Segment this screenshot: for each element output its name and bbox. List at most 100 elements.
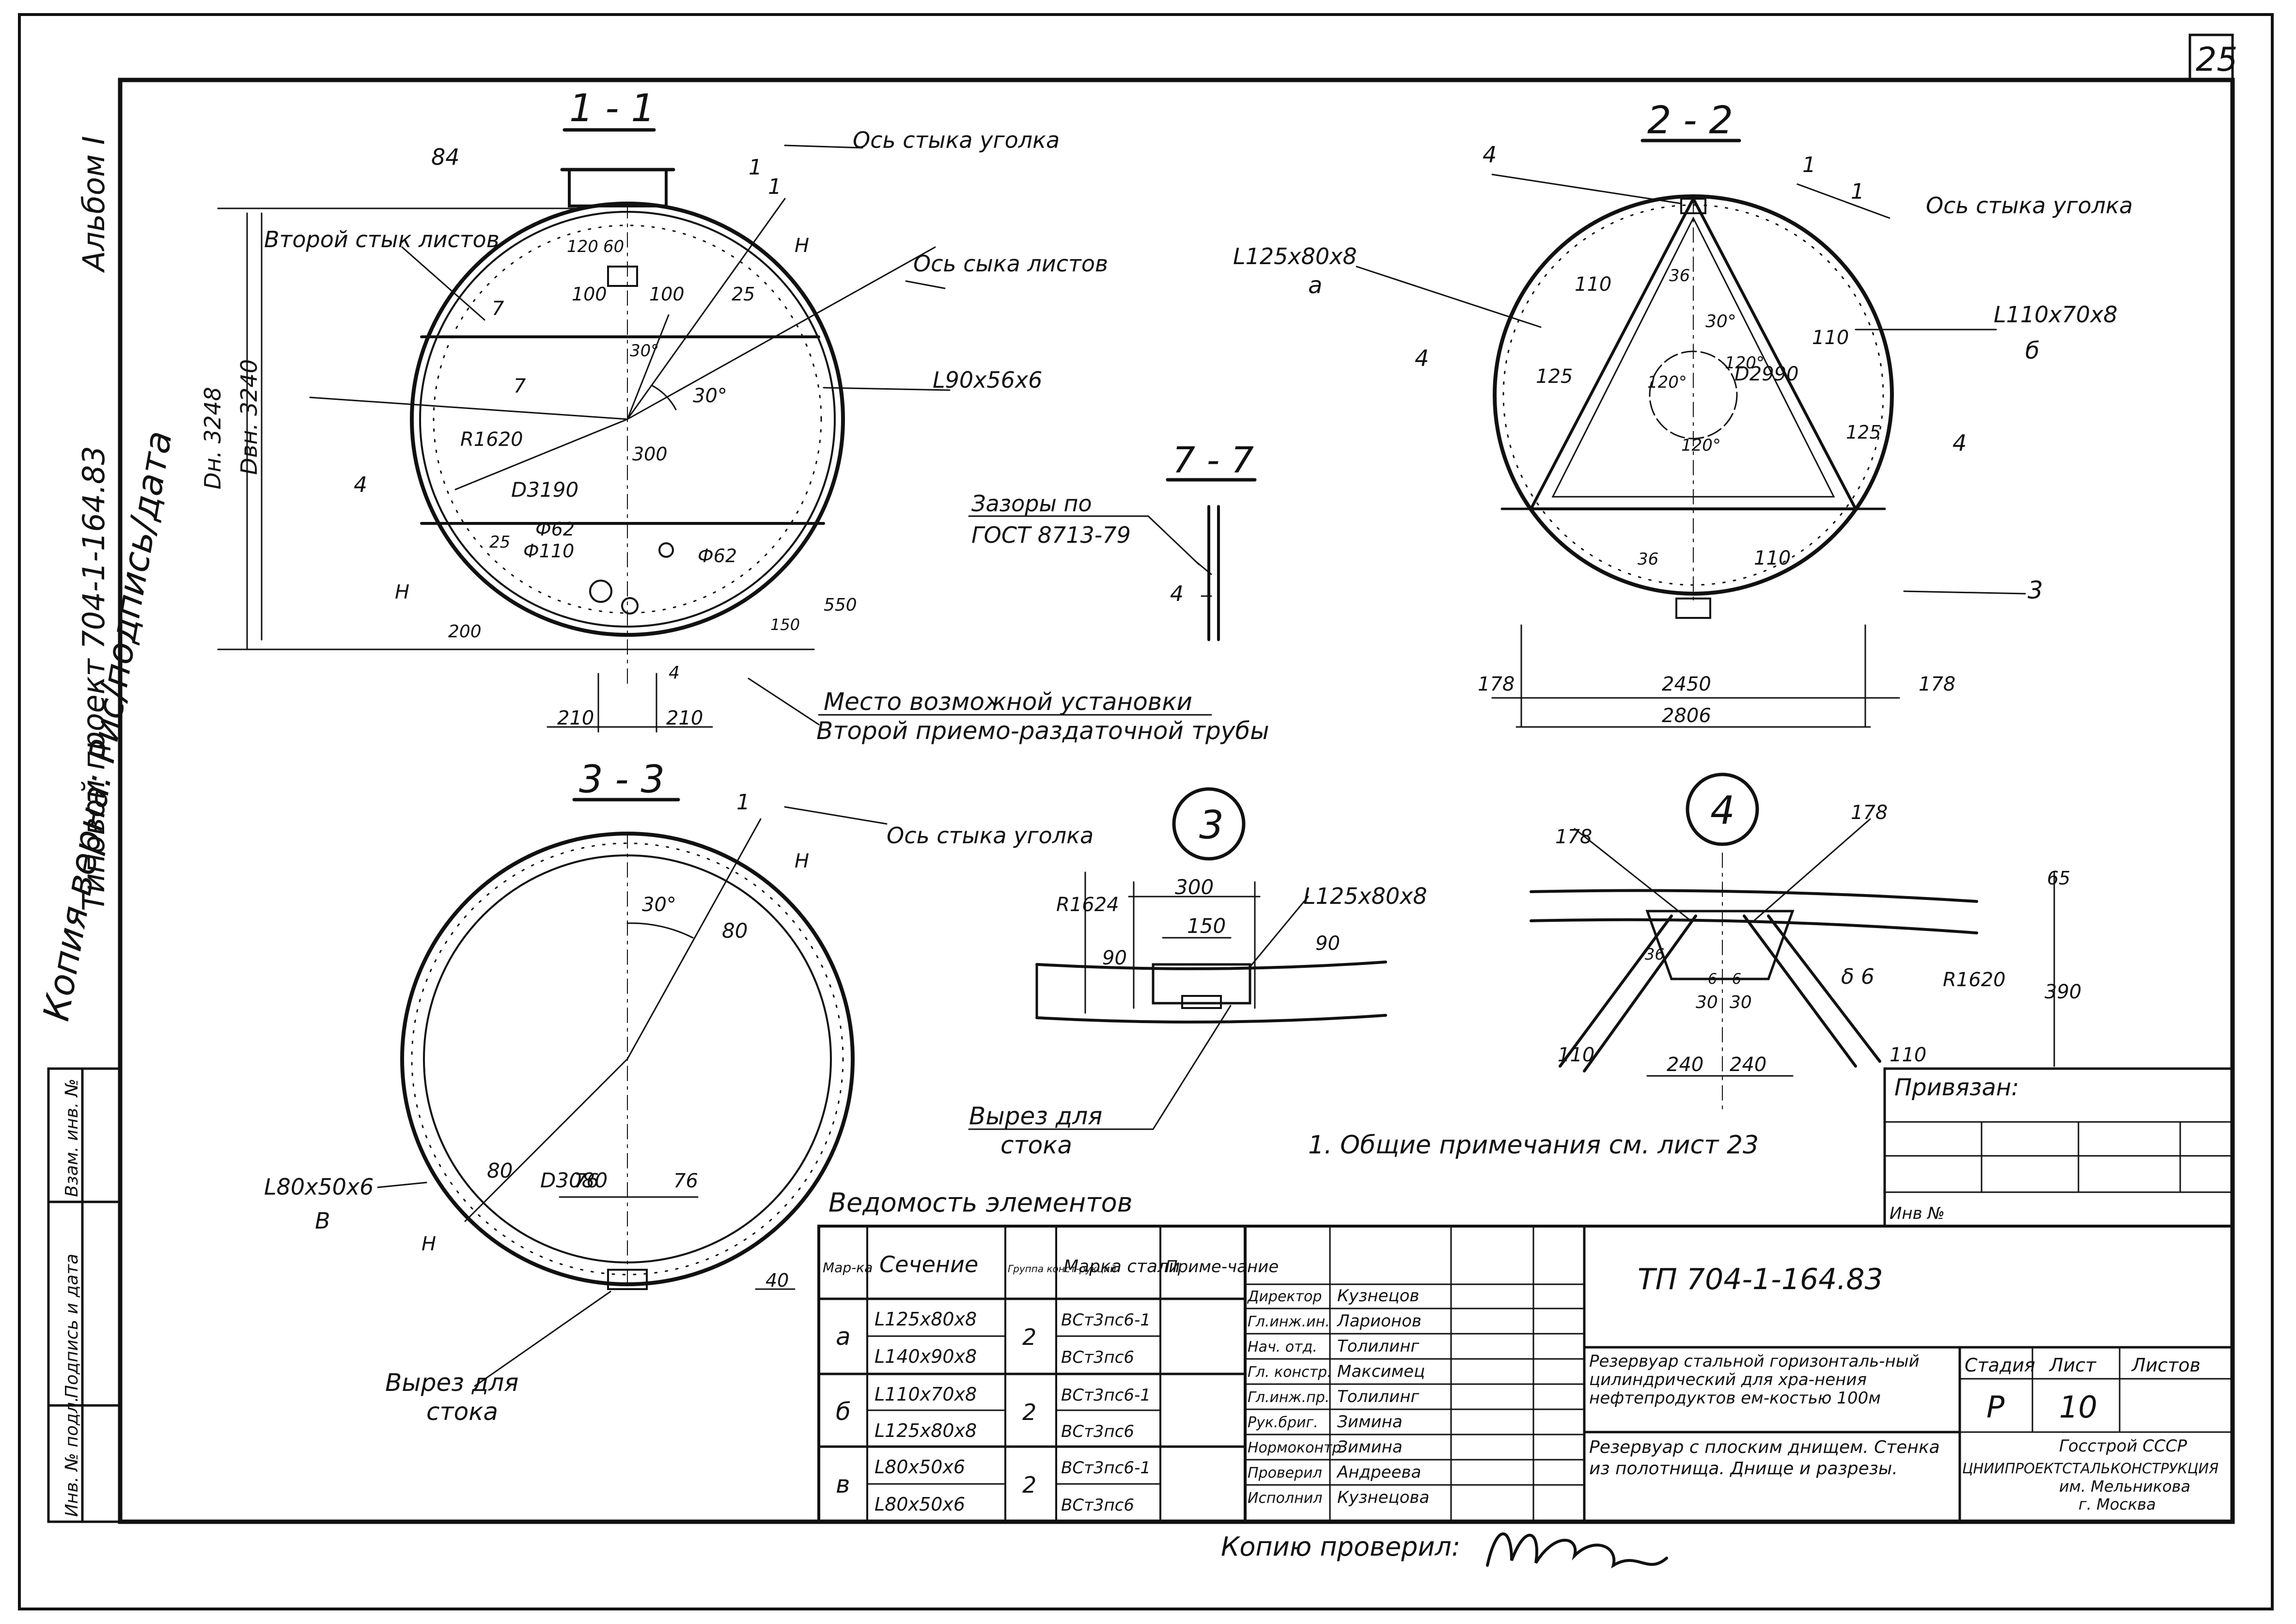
s11-dim25b: 25: [489, 533, 510, 552]
signature: [1486, 1532, 1668, 1569]
binding-title: Привязан:: [1894, 1074, 2019, 1101]
s33-dim40: 40: [765, 1270, 789, 1291]
title-block: ТП 704-1-164.83 Директор Кузнецов Гл.инж…: [1244, 1225, 2234, 1523]
outer-frame: [18, 13, 2274, 1610]
staff-role: Нач. отд.: [1248, 1339, 1317, 1356]
inner-frame: [118, 78, 2235, 1524]
tb-code: ТП 704-1-164.83: [1638, 1262, 1883, 1296]
s11-place-1: Место возможной установки: [824, 688, 1192, 716]
s77-gap-1: Зазоры по: [971, 490, 1092, 517]
s33-dim80b: 80: [487, 1159, 513, 1183]
staff-name: Толилинг: [1337, 1337, 1420, 1356]
s33-cut-2: стока: [426, 1398, 498, 1426]
node4-dim110a: 110: [1558, 1044, 1594, 1066]
s11-markHb: H: [395, 581, 409, 603]
node4-ang30a: 30: [1696, 993, 1718, 1012]
staff-role: Гл. констр.: [1248, 1364, 1332, 1381]
s11-dim200: 200: [448, 622, 482, 642]
s22-angle-axis: Ось стыка уголка: [1926, 192, 2133, 219]
tb-org-3: им. Мельникова: [2059, 1477, 2190, 1496]
node4-dim178a: 178: [1555, 826, 1592, 848]
s11-dim84: 84: [431, 144, 460, 170]
section-7-7: 7 - 7 Зазоры по ГОСТ 8713-79 4: [968, 440, 1257, 641]
s22-dim2806: 2806: [1662, 705, 1711, 727]
s22-mark3: 3: [2028, 576, 2043, 604]
s11-dim210b: 210: [666, 707, 703, 729]
s77-mark4: 4: [1170, 582, 1184, 606]
row-section: L125x80x8: [875, 1309, 977, 1330]
tb-description-2: Резервуар с плоским днищем. Стенка из по…: [1589, 1437, 1940, 1479]
staff-name: Толилинг: [1337, 1387, 1420, 1406]
s22-ang120c: 120°: [1681, 436, 1721, 455]
th-note: Приме-чание: [1165, 1257, 1279, 1277]
s11-inner-d: Dвн. 3240: [236, 359, 262, 475]
s33-dim76a: 76: [574, 1170, 599, 1192]
staff-role: Рук.бриг.: [1248, 1414, 1318, 1431]
s11-dim60: 60: [603, 237, 624, 256]
node3-dim90a: 90: [1102, 947, 1127, 969]
node4-dim110b: 110: [1890, 1044, 1926, 1066]
s77-gap-2: ГОСТ 8713-79: [971, 522, 1131, 548]
node-3: 3 R1624 L125x80x8 300 150 90 90 Вырез дл…: [968, 787, 1427, 1159]
s22-dim36a: 36: [1669, 266, 1690, 285]
node3-profile: L125x80x8: [1303, 883, 1427, 909]
s11-radius: R1620: [460, 428, 523, 451]
staff-role: Проверил: [1248, 1465, 1322, 1482]
s22-mark4a: 4: [1483, 142, 1497, 168]
strip-sign: Подпись и дата: [62, 1254, 82, 1398]
row-mark: б: [836, 1398, 851, 1426]
s11-diameter: D3190: [511, 478, 578, 502]
node4-dim240b: 240: [1730, 1054, 1766, 1076]
s22-mark1a: 1: [1802, 153, 1816, 177]
staff-role: Директор: [1247, 1288, 1322, 1305]
staff-role: Исполнил: [1248, 1490, 1322, 1507]
s11-outer-d: Dн. 3248: [200, 387, 226, 489]
tb-org-2: ЦНИИПРОЕКТСТАЛЬКОНСТРУКЦИЯ: [1962, 1460, 2218, 1477]
staff-role: Гл.инж.ин.: [1248, 1313, 1330, 1330]
node4-delta: δ 6: [1841, 964, 1874, 989]
node4-number: 4: [1710, 788, 1735, 833]
s22-mark-a: a: [1308, 272, 1322, 299]
s33-diameter: D3080: [540, 1168, 608, 1192]
tb-stage-label: Стадия: [1965, 1355, 2035, 1376]
staff-role: Нормоконтр.: [1248, 1439, 1346, 1456]
staff-name: Зимина: [1337, 1437, 1403, 1457]
s33-markHa: H: [795, 850, 809, 872]
node4-dim390: 390: [2045, 981, 2081, 1003]
tb-org-4: г. Москва: [2078, 1495, 2156, 1514]
s11-dim25a: 25: [732, 284, 755, 305]
staff-name: Максимец: [1337, 1362, 1425, 1381]
s77-title: 7 - 7: [1172, 440, 1254, 481]
section-1-1-title: 1 - 1: [569, 87, 655, 130]
staff-name: Кузнецов: [1337, 1286, 1419, 1306]
tb-sheet: 10: [2059, 1389, 2097, 1425]
s11-place-2: Второй приемо-раздаточной трубы: [816, 717, 1269, 745]
row-group: 2: [1022, 1399, 1036, 1425]
s11-phi110: Ф110: [523, 540, 574, 562]
strip-replace: Взам. инв. №: [62, 1079, 82, 1197]
staff-name: Ларионов: [1336, 1311, 1421, 1331]
node4-dim178b: 178: [1851, 802, 1888, 824]
section-1-1: 1 - 1 Второй стык листов Ось стыка уг: [200, 87, 1269, 745]
staff-name: Кузнецова: [1337, 1488, 1429, 1507]
node4-dim6b: 6: [1732, 971, 1741, 988]
s11-dim100b: 100: [649, 284, 685, 305]
s11-mark7b: 7: [514, 375, 526, 397]
s22-ang30: 30°: [1705, 312, 1736, 331]
side-album: Альбом I: [76, 136, 111, 273]
th-section: Сечение: [879, 1251, 978, 1277]
node4-radius: R1620: [1943, 969, 2006, 991]
node3-number: 3: [1199, 803, 1224, 848]
sheet-number: 25: [2196, 41, 2238, 79]
s22-dim178b: 178: [1919, 673, 1955, 695]
tb-org-1: Госстрой СССР: [2059, 1436, 2187, 1456]
row-steel: ВСт3пс6-1: [1061, 1310, 1151, 1330]
section-3-3: 3 - 3 Ось стыка уголка D3080 30° 80 80 7…: [264, 758, 1093, 1426]
s11-phi62b: Ф62: [698, 545, 737, 567]
strip-inv: Инв. № подл.: [62, 1397, 82, 1517]
s22-dim36b: 36: [1638, 550, 1658, 569]
node4-dim65: 65: [2047, 867, 2070, 889]
s33-mark1: 1: [736, 790, 750, 815]
s11-dim120: 120: [567, 237, 598, 256]
